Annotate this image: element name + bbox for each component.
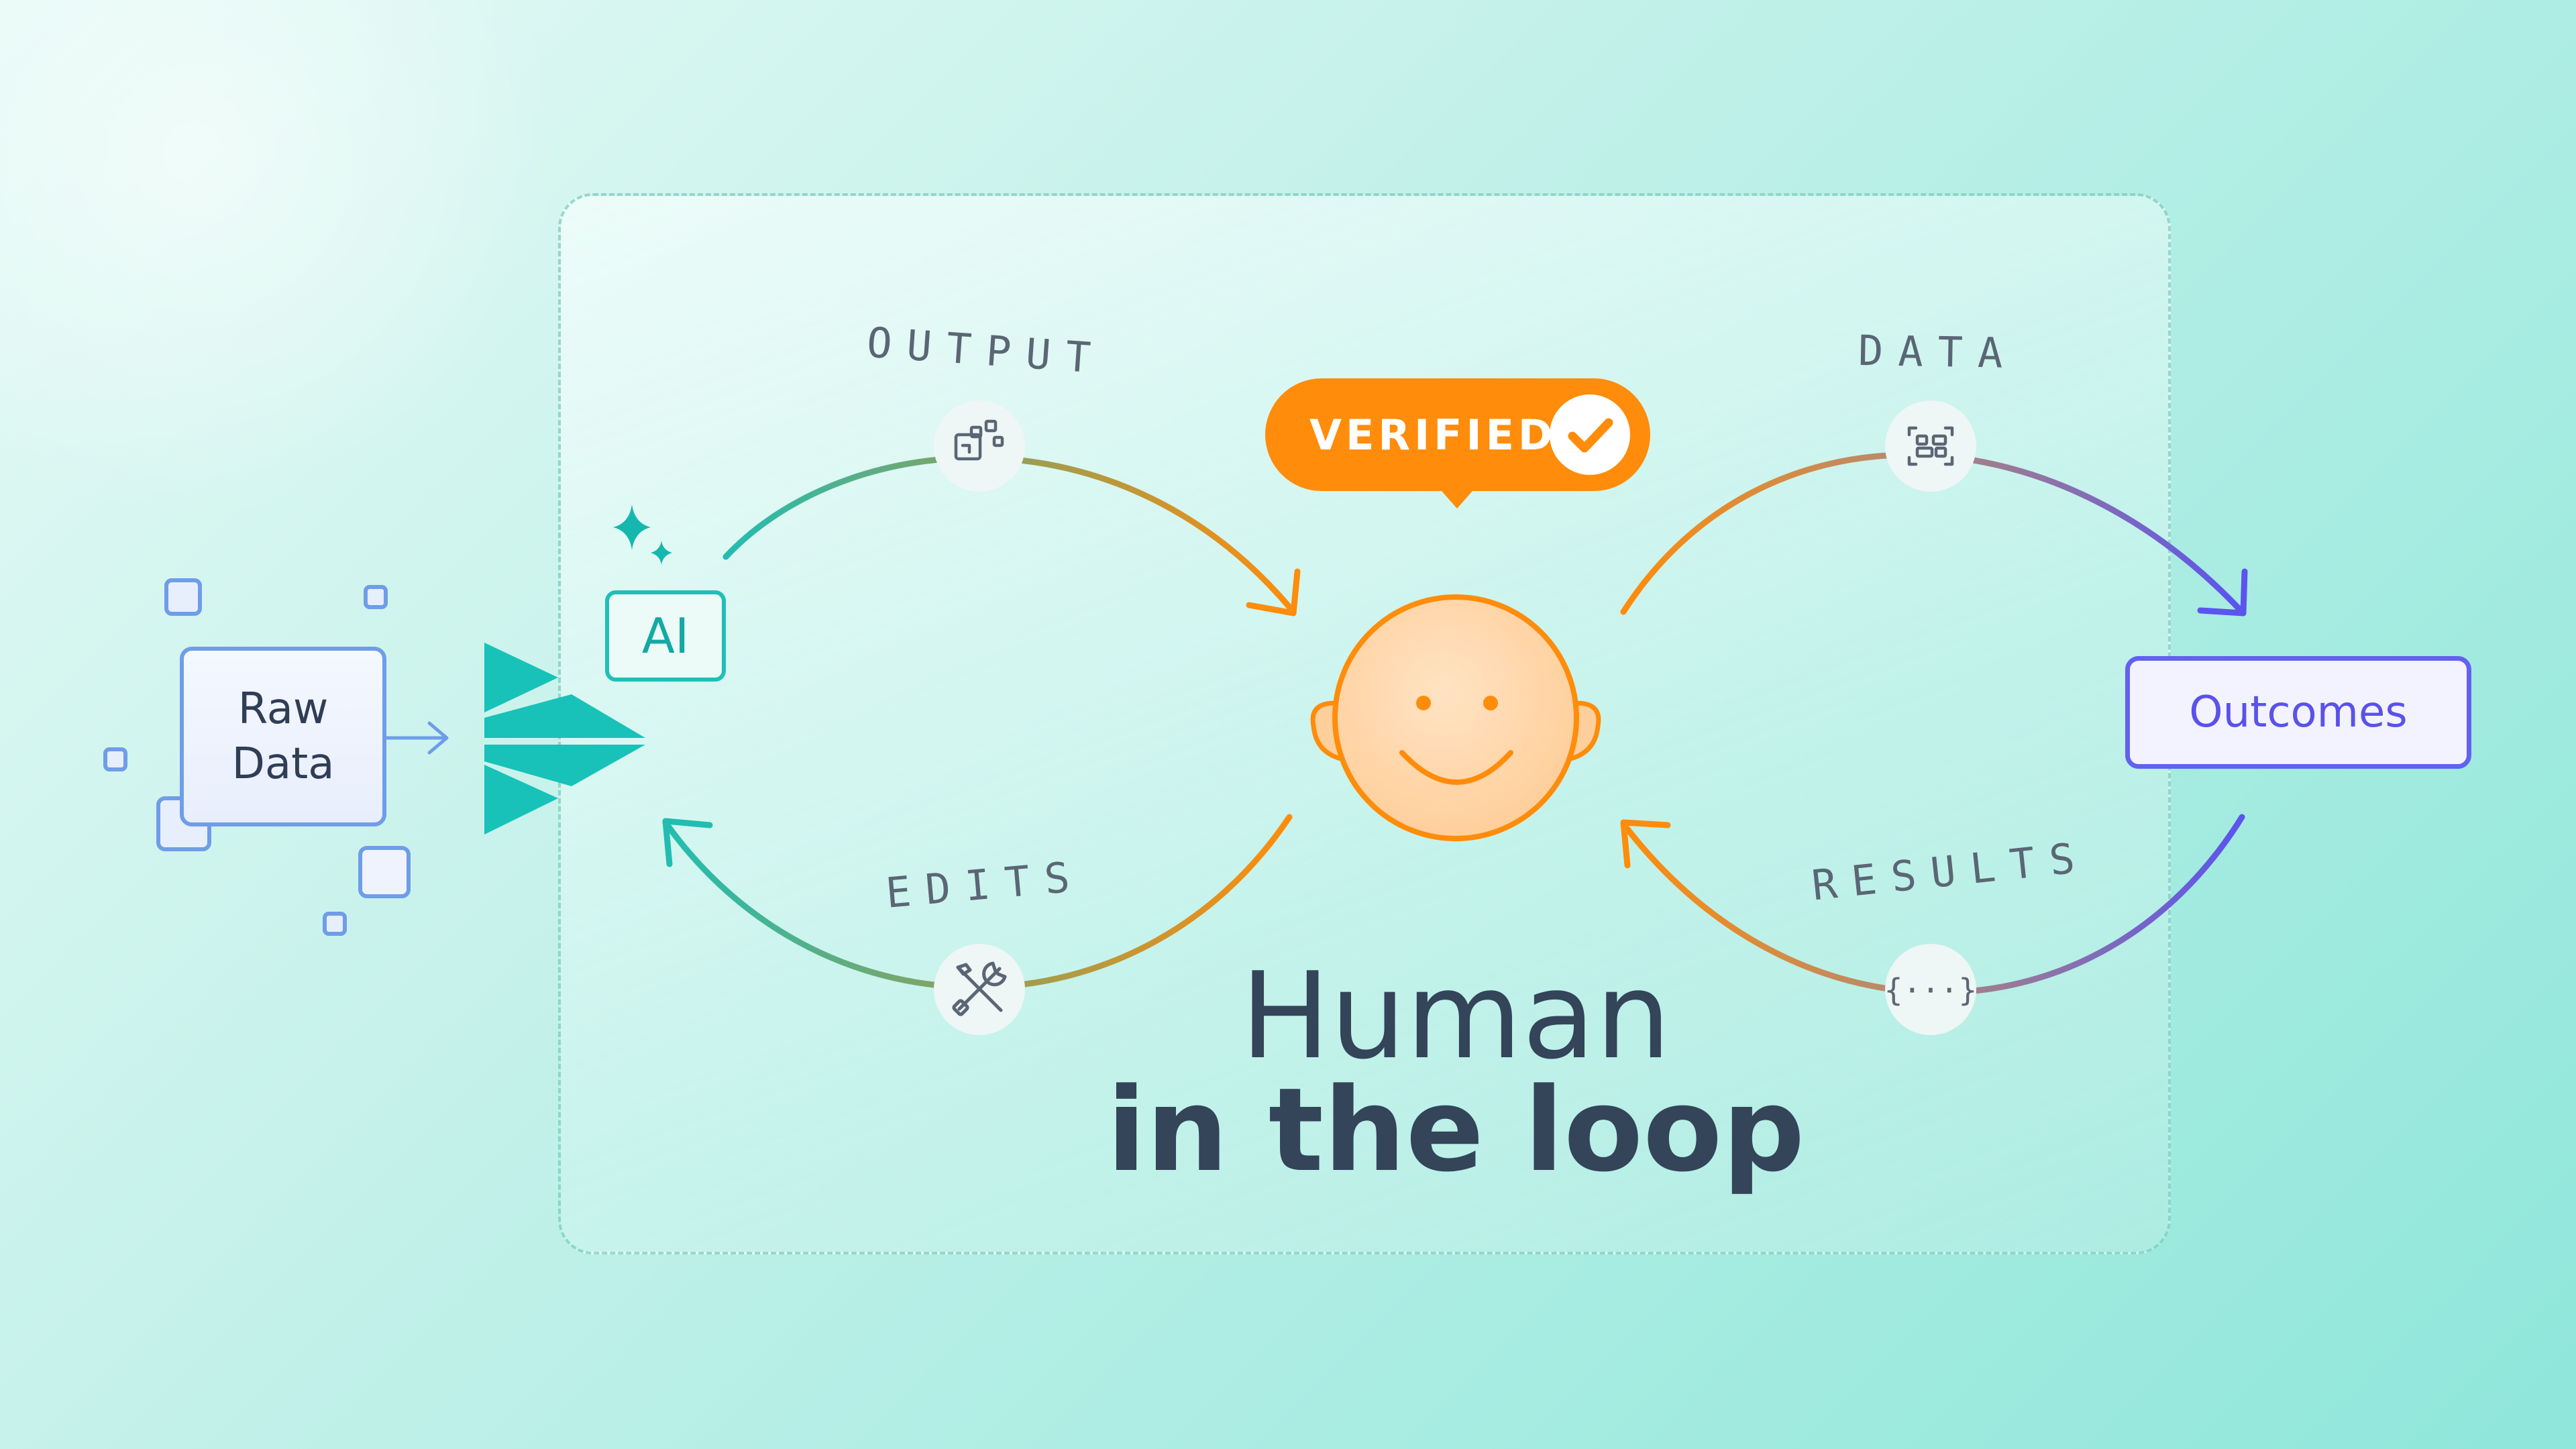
title-line1: Human [1240, 947, 1671, 1085]
raw-to-ai-arrow [386, 721, 449, 755]
verified-label: VERIFIED [1309, 410, 1557, 460]
edits-arrowhead [662, 818, 713, 867]
verified-badge-tail [1437, 486, 1477, 508]
output-arrowhead [1246, 568, 1301, 616]
output-grid-icon [934, 400, 1025, 492]
data-arrowhead [2197, 568, 2248, 616]
svg-text:{···}: {···} [1884, 972, 1977, 1008]
data-label: DATA [1858, 325, 2018, 378]
verified-badge: VERIFIED [1265, 378, 1650, 508]
raw-data-label-line2: Data [231, 739, 335, 789]
ai-label: AI [641, 608, 690, 664]
sparkle-icon [613, 504, 672, 565]
data-scan-icon [1885, 400, 1976, 492]
code-braces-icon: {···} [1884, 944, 1977, 1035]
check-icon [1550, 394, 1630, 475]
outcomes-box: Outcomes [2125, 656, 2471, 769]
output-arc [722, 454, 1297, 615]
tools-icon [934, 944, 1025, 1035]
outcomes-label: Outcomes [2189, 688, 2408, 737]
raw-data-box: Raw Data [180, 647, 386, 826]
results-arrowhead [1620, 819, 1671, 869]
ai-box: AI [605, 590, 726, 682]
title-line2: in the loop [1106, 1063, 1805, 1197]
smiley-face-icon [1310, 594, 1601, 841]
chevron-arrows-logo-icon [484, 643, 645, 835]
raw-data-label-line1: Raw [237, 684, 329, 734]
